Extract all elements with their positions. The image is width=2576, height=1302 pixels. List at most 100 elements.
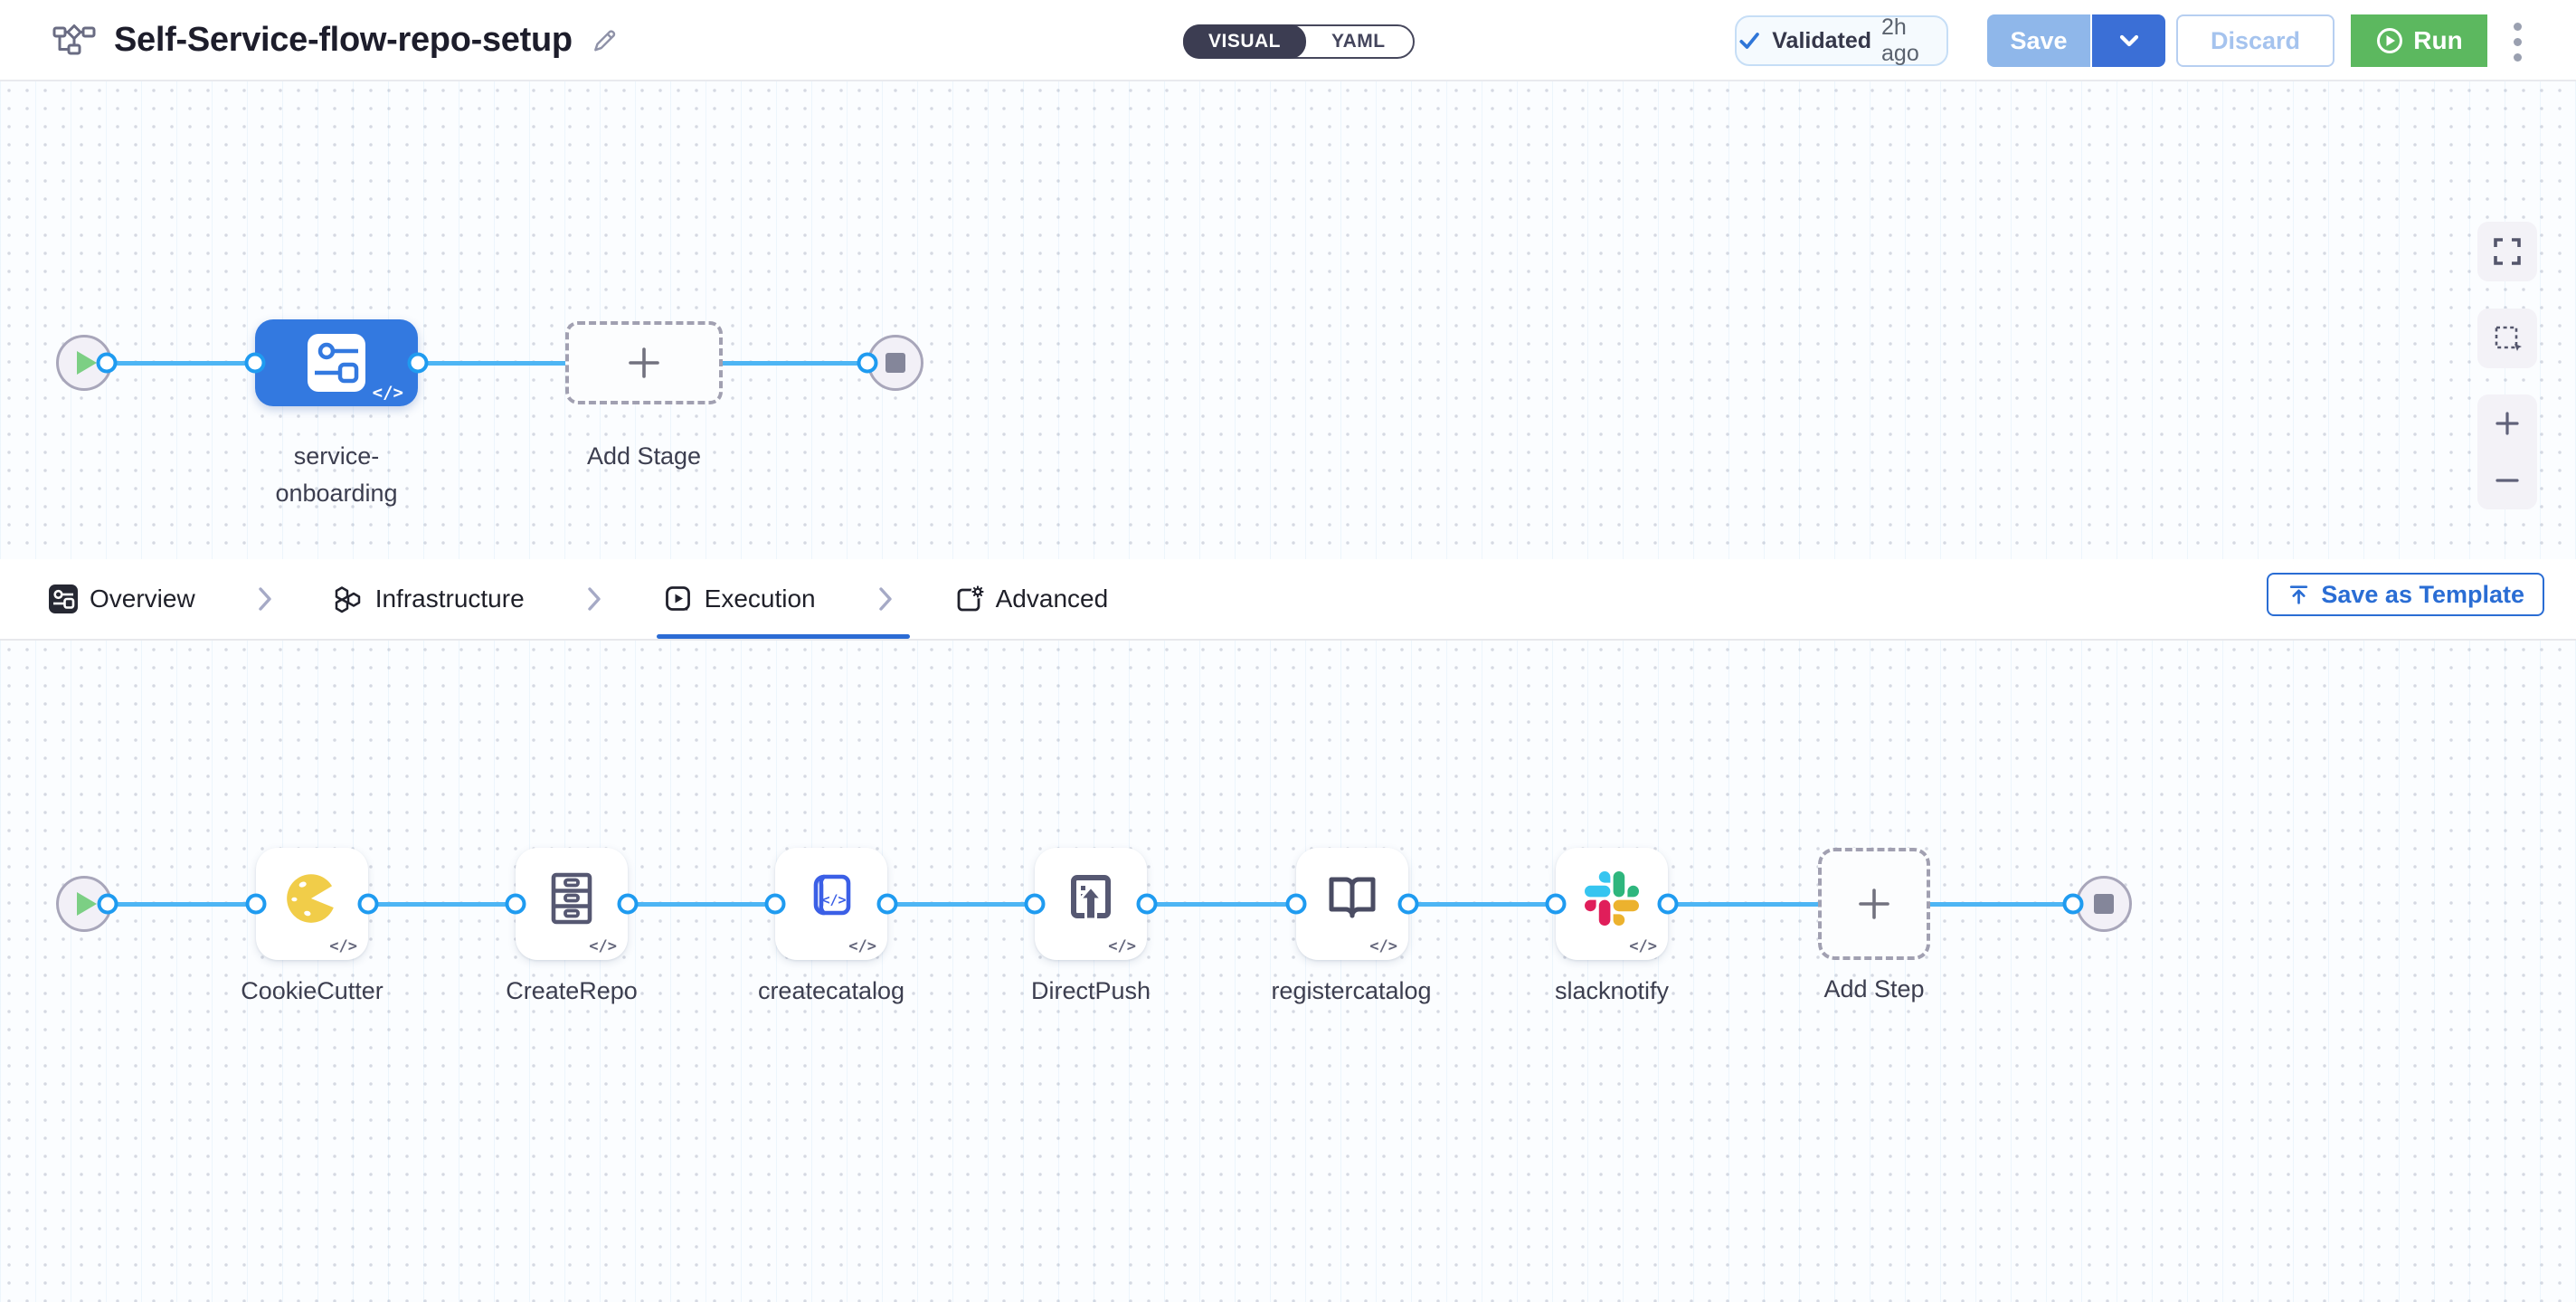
save-as-template-button[interactable]: Save as Template <box>2267 573 2544 616</box>
step-code-badge: </> <box>848 937 876 955</box>
createcatalog-scroll-icon: </> <box>813 874 851 916</box>
cookiecutter-icon <box>287 873 341 923</box>
tab-advanced-label: Advanced <box>995 584 1109 613</box>
step-card-createrepo[interactable]: </> <box>516 848 628 960</box>
toggle-visual[interactable]: VISUAL <box>1183 24 1307 59</box>
connector-port[interactable] <box>1285 893 1307 915</box>
connector-port[interactable] <box>505 893 526 915</box>
tab-overview[interactable]: Overview <box>49 584 195 613</box>
run-label: Run <box>2413 26 2463 54</box>
tab-execution[interactable]: Execution <box>664 584 816 613</box>
edit-pencil-icon[interactable] <box>591 25 620 54</box>
slack-icon <box>1585 870 1639 926</box>
validated-label: Validated <box>1772 27 1872 53</box>
more-options-button[interactable] <box>2504 19 2531 64</box>
run-button[interactable]: Run <box>2351 14 2487 67</box>
zoom-in-button[interactable] <box>2492 399 2523 448</box>
custom-stage-icon <box>308 334 365 392</box>
zoom-panel <box>2477 394 2537 509</box>
step-card-registercatalog[interactable]: </> <box>1296 848 1408 960</box>
step-label: CreateRepo <box>506 977 638 1004</box>
tab-infrastructure-label: Infrastructure <box>374 584 525 613</box>
connector-port[interactable] <box>407 352 429 374</box>
step-label: registercatalog <box>1271 977 1432 1004</box>
infrastructure-icon <box>335 586 360 613</box>
step-code-badge: </> <box>1108 937 1136 955</box>
connector-port[interactable] <box>1024 893 1046 915</box>
step-label: DirectPush <box>1030 977 1151 1004</box>
connector-port[interactable] <box>1545 893 1567 915</box>
add-step-button[interactable] <box>1818 848 1930 960</box>
zoom-out-button[interactable] <box>2492 456 2523 505</box>
save-as-template-label: Save as Template <box>2321 580 2524 608</box>
step-card-cookiecutter[interactable]: </> <box>256 848 368 960</box>
header-left: Self-Service-flow-repo-setup <box>52 0 620 80</box>
step-code-badge: </> <box>589 937 617 955</box>
connector-port[interactable] <box>245 893 267 915</box>
save-dropdown-button[interactable] <box>2092 14 2165 67</box>
tab-overview-label: Overview <box>90 584 195 613</box>
selected-tab-underline <box>657 634 910 639</box>
connector-port[interactable] <box>244 352 266 374</box>
connector-port[interactable] <box>357 893 379 915</box>
connector-port[interactable] <box>1136 893 1158 915</box>
tab-separator-chevron-icon <box>257 585 273 613</box>
connector-port[interactable] <box>617 893 639 915</box>
stage-tabbar: Overview Infrastructure Exec <box>0 559 2576 641</box>
end-stop-icon <box>2094 894 2114 914</box>
step-card-slacknotify[interactable]: </> <box>1556 848 1668 960</box>
tab-infrastructure[interactable]: Infrastructure <box>335 584 525 613</box>
validated-status-chip[interactable]: Validated 2h ago <box>1735 14 1948 66</box>
marquee-select-button[interactable] <box>2477 309 2537 368</box>
overview-icon <box>49 584 78 613</box>
step-label: createcatalog <box>757 977 905 1004</box>
chevron-down-icon <box>2119 34 2138 47</box>
execution-end-node[interactable] <box>2076 876 2132 932</box>
step-card-directpush[interactable]: </> <box>1035 848 1147 960</box>
connector-port[interactable] <box>1397 893 1419 915</box>
fullscreen-button[interactable] <box>2477 222 2537 281</box>
connector-port[interactable] <box>857 352 878 374</box>
connector-port[interactable] <box>1657 893 1679 915</box>
validated-time: 2h ago <box>1881 14 1919 66</box>
header: Self-Service-flow-repo-setup VISUAL YAML… <box>0 0 2576 81</box>
step-code-badge: </> <box>1629 937 1657 955</box>
stage-canvas[interactable]: </> service- onboarding Add Stage <box>0 81 2576 559</box>
add-stage-button[interactable] <box>565 321 723 404</box>
zoom-out-icon <box>2496 479 2519 482</box>
page-title: Self-Service-flow-repo-setup <box>114 20 573 59</box>
advanced-icon <box>957 584 984 612</box>
add-step-label: Add Step <box>1823 975 1925 1003</box>
stage-name-label: service- onboarding <box>275 442 398 507</box>
zoom-in-icon <box>2496 412 2519 435</box>
connector-port[interactable] <box>97 893 118 915</box>
connector-port[interactable] <box>764 893 786 915</box>
connector-port[interactable] <box>876 893 898 915</box>
execution-icon <box>665 586 690 611</box>
step-card-createcatalog[interactable]: </> </> <box>775 848 887 960</box>
fullscreen-icon <box>2494 238 2521 265</box>
createrepo-drawers-icon <box>551 872 592 925</box>
plus-icon <box>1859 889 1889 919</box>
discard-button[interactable]: Discard <box>2176 14 2334 67</box>
execution-canvas[interactable]: </> CookieCutter </> CreateRepo <box>0 641 2576 1302</box>
save-button[interactable]: Save <box>1987 14 2090 67</box>
toggle-yaml[interactable]: YAML <box>1331 31 1386 52</box>
connector-port[interactable] <box>2062 893 2084 915</box>
end-stop-icon <box>886 353 905 373</box>
connector-port[interactable] <box>96 352 118 374</box>
stage-code-badge: </> <box>372 383 403 403</box>
visual-yaml-toggle: VISUAL YAML <box>1183 24 1415 59</box>
add-stage-label: Add Stage <box>586 442 702 470</box>
check-icon <box>1739 33 1759 49</box>
plus-icon <box>629 347 659 378</box>
pipeline-icon <box>52 24 96 55</box>
stage-node-service-onboarding[interactable]: </> <box>255 319 418 406</box>
step-label: CookieCutter <box>241 977 384 1004</box>
tab-separator-chevron-icon <box>586 585 602 613</box>
marquee-select-icon <box>2495 326 2522 351</box>
start-play-icon <box>77 351 97 375</box>
tab-advanced[interactable]: Advanced <box>955 584 1109 613</box>
registercatalog-book-icon <box>1329 877 1376 918</box>
